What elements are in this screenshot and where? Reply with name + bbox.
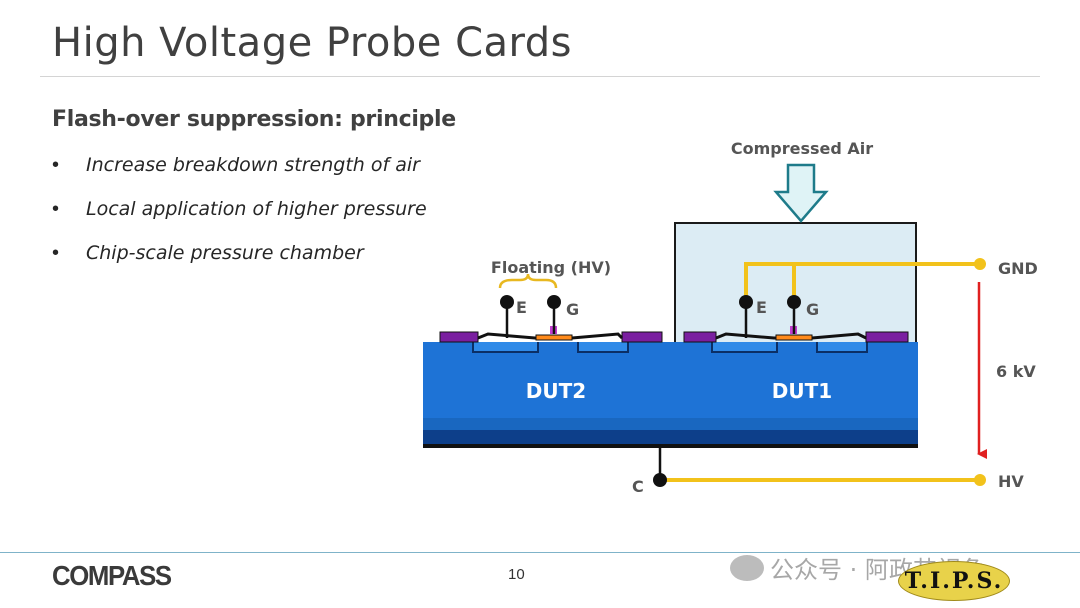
compass-logo: COMPASS [52,560,172,591]
dut2-emitter-label: E [516,298,527,317]
collector-terminal [653,473,667,487]
dut2-gate-tip [547,295,561,309]
bullet-dot: • [52,154,60,176]
dut1-emitter-label: E [756,298,767,317]
dut-substrate [423,342,918,418]
bullet-item: • Chip-scale pressure chamber [52,242,427,286]
dut1-gate-label: G [806,300,819,319]
gnd-label: GND [998,259,1038,278]
dut2-emitter-tip [500,295,514,309]
gnd-terminal [974,258,986,270]
hv-terminal [974,474,986,486]
page-number: 10 [508,566,525,583]
bullet-text: Local application of higher pressure [86,198,427,220]
dut1-surface [683,326,909,353]
bullet-item: • Local application of higher pressure [52,198,427,242]
slide-subtitle: Flash-over suppression: principle [52,107,456,132]
bullet-text: Increase breakdown strength of air [86,154,420,176]
bullet-list: • Increase breakdown strength of air • L… [52,154,427,286]
collector-label: C [632,477,644,496]
floating-label: Floating (HV) [491,258,611,277]
dut1-emitter-tip [739,295,753,309]
floating-brace [498,273,558,289]
title-divider [40,76,1040,77]
gnd-wire [744,262,980,302]
wechat-icon [730,554,764,581]
dut2-surface [439,326,663,353]
compressed-air-label: Compressed Air [731,139,873,158]
compressed-air-arrow [773,163,829,223]
voltage-label: 6 kV [996,362,1036,381]
bullet-text: Chip-scale pressure chamber [86,242,364,264]
dut1-label: DUT1 [772,379,832,403]
dut2-gate-label: G [566,300,579,319]
bullet-item: • Increase breakdown strength of air [52,154,427,198]
bullet-dot: • [52,242,60,264]
substrate-layer [423,418,918,430]
dut1-gate-tip [787,295,801,309]
bullet-dot: • [52,198,60,220]
tips-logo: T.I.P.S. [898,561,1010,601]
footer-divider [0,552,1080,553]
dut2-label: DUT2 [526,379,586,403]
substrate-layer-dark [423,430,918,444]
backside-metal [423,444,918,448]
hv-label: HV [998,472,1024,491]
slide-title: High Voltage Probe Cards [52,20,572,66]
